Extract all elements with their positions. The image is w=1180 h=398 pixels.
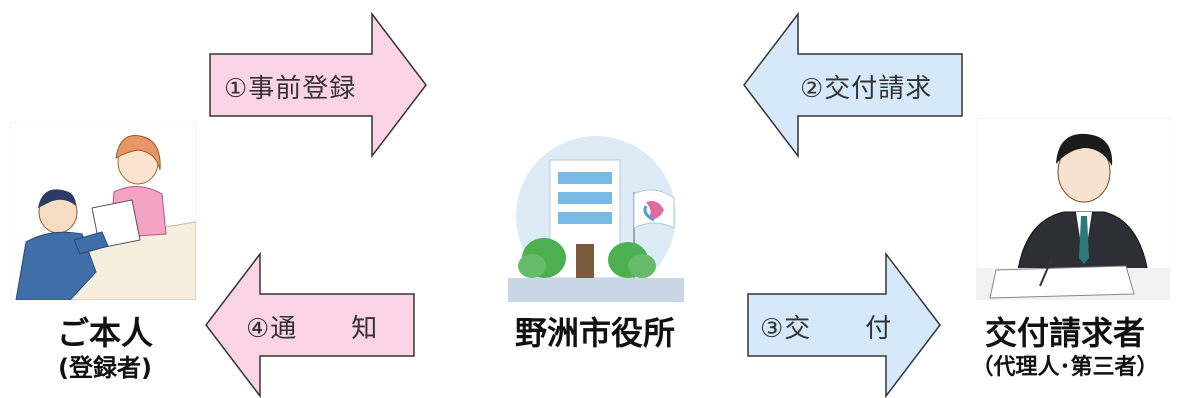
city-hall-building-icon (508, 132, 684, 302)
arrow-label-delivery: ③交 付 (760, 314, 893, 344)
arrow-issuance-request: ②交付請求 (742, 12, 964, 158)
arrow-label-issuance-request: ②交付請求 (800, 74, 933, 104)
arrow-label-notification: ④通 知 (246, 314, 379, 344)
couple-at-desk-illustration (9, 121, 197, 301)
principal-name-label: ご本人 (56, 314, 153, 352)
city-hall-name: 野洲市役所 (514, 314, 675, 352)
requester-name: 交付請求者 （代理人･第三者） (950, 314, 1180, 384)
arrow-label-pre-registration: ①事前登録 (224, 74, 357, 104)
arrow-delivery: ③交 付 (746, 252, 942, 398)
arrow-pre-registration: ①事前登録 (208, 12, 428, 158)
requester-name-label: 交付請求者 (984, 314, 1145, 352)
requester-name-sub: （代理人･第三者） (971, 355, 1159, 380)
principal-name: ご本人 (登録者) (30, 314, 180, 384)
principal-name-sub: (登録者) (58, 354, 152, 382)
businessman-signing-illustration (975, 117, 1171, 301)
arrow-notification: ④通 知 (204, 252, 416, 398)
